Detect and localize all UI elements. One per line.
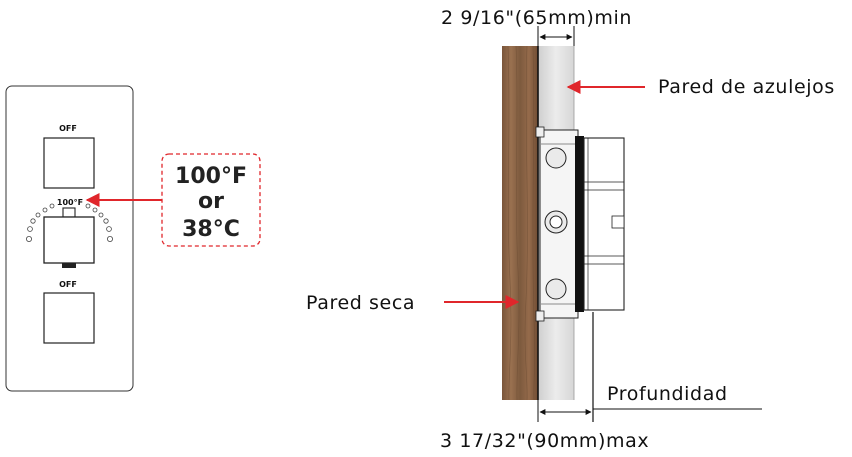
drywall-stud — [502, 46, 538, 400]
dimension-max: Profundidad 3 17/32"(90mm)max — [440, 312, 762, 452]
top-off-button[interactable] — [43, 137, 95, 189]
tile-wall-label: Pared de azulejos — [658, 76, 835, 98]
top-off-label: OFF — [59, 124, 77, 133]
callout-or: or — [198, 189, 224, 214]
dimension-min: 2 9/16"(65mm)min — [441, 7, 632, 46]
scale-marker-label: 100°F — [57, 198, 83, 207]
valve-body — [535, 126, 625, 322]
bottom-off-button[interactable] — [43, 292, 95, 344]
callout-fahrenheit: 100°F — [175, 164, 247, 189]
min-dimension-label: 2 9/16"(65mm)min — [441, 7, 632, 29]
front-panel: OFF 100°F OFF — [5, 85, 162, 392]
temperature-callout: 100°F or 38°C — [161, 153, 261, 247]
drywall-callout: Pared seca — [306, 292, 520, 314]
depth-label: Profundidad — [607, 383, 728, 405]
handle-nub — [62, 207, 76, 218]
handle-base — [62, 263, 76, 268]
max-dimension-label: 3 17/32"(90mm)max — [440, 430, 649, 452]
tile-wall-callout: Pared de azulejos — [566, 76, 835, 98]
thermostatic-handle[interactable] — [43, 216, 95, 264]
drywall-label: Pared seca — [306, 292, 415, 314]
bottom-off-label: OFF — [59, 280, 77, 289]
mounting-plate — [575, 136, 584, 312]
callout-celsius: 38°C — [182, 217, 240, 242]
